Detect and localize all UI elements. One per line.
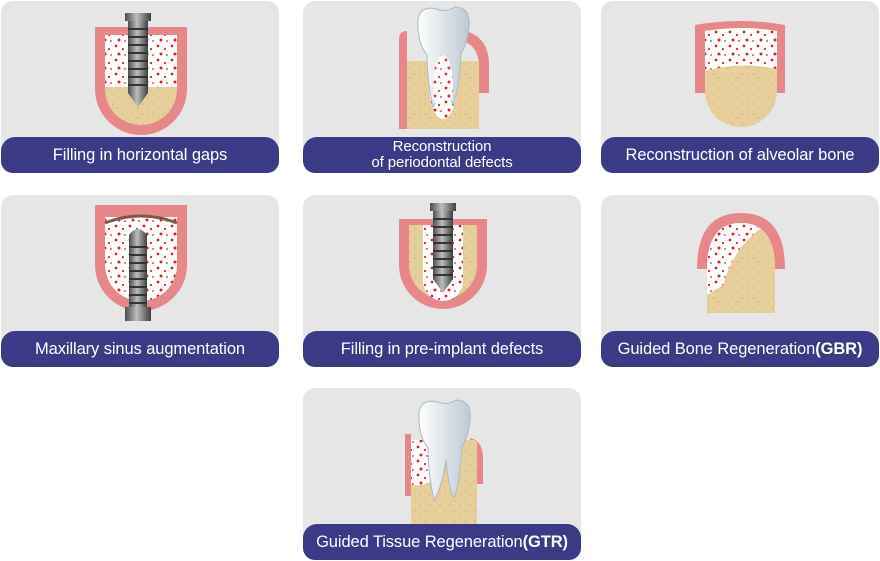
bone-block-illustration [695, 21, 785, 127]
caption-line-2: of periodontal defects [371, 154, 513, 171]
implant-icon [125, 13, 151, 107]
bone-block-icon [705, 28, 777, 71]
caption-bar: Reconstruction of alveolar bone [601, 137, 879, 173]
membrane-icon [405, 434, 411, 496]
tooth-icon [418, 399, 471, 502]
membrane-icon [697, 213, 785, 269]
caption-abbr: (GTR) [522, 533, 568, 551]
caption-bar: Reconstruction of periodontal defects [303, 137, 581, 173]
caption-text: Guided Tissue Regeneration(GTR) [316, 533, 568, 551]
implant-icon [125, 229, 151, 321]
gtr-illustration [405, 399, 483, 524]
caption-bar: Guided Bone Regeneration(GBR) [601, 331, 879, 367]
caption-main: Guided Tissue Regeneration [316, 533, 523, 551]
caption-bar: Filling in pre-implant defects [303, 331, 581, 367]
caption-text: Filling in horizontal gaps [52, 146, 228, 164]
caption-line-1: Reconstruction [392, 138, 492, 155]
caption-bar: Filling in horizontal gaps [1, 137, 279, 173]
caption-abbr: (GBR) [815, 340, 863, 358]
membrane-icon [104, 214, 178, 225]
card-gbr: Guided Bone Regeneration(GBR) [601, 195, 879, 367]
caption-text: Reconstruction of alveolar bone [625, 146, 855, 164]
caption-main: Guided Bone Regeneration [617, 340, 816, 358]
implant-defect-illustration [399, 203, 487, 309]
tooth-in-bone-illustration [399, 6, 489, 129]
caption-bar: Guided Tissue Regeneration(GTR) [303, 524, 581, 560]
gbr-illustration [697, 213, 785, 313]
caption-text: Maxillary sinus augmentation [35, 340, 245, 358]
implant-in-bone-illustration [95, 13, 187, 135]
caption-text: Guided Bone Regeneration(GBR) [617, 340, 863, 358]
caption-bar: Maxillary sinus augmentation [1, 331, 279, 367]
caption-text: Reconstruction of periodontal defects [371, 139, 512, 171]
card-periodontal-defects: Reconstruction of periodontal defects [303, 1, 581, 173]
card-pre-implant-defects: Filling in pre-implant defects [303, 195, 581, 367]
implant-icon [430, 203, 456, 293]
sinus-illustration [95, 205, 187, 321]
card-sinus-augmentation: Maxillary sinus augmentation [1, 195, 279, 367]
card-alveolar-bone: Reconstruction of alveolar bone [601, 1, 879, 173]
card-gtr: Guided Tissue Regeneration(GTR) [303, 388, 581, 560]
card-filling-horizontal-gaps: Filling in horizontal gaps [1, 1, 279, 173]
caption-text: Filling in pre-implant defects [340, 340, 544, 358]
